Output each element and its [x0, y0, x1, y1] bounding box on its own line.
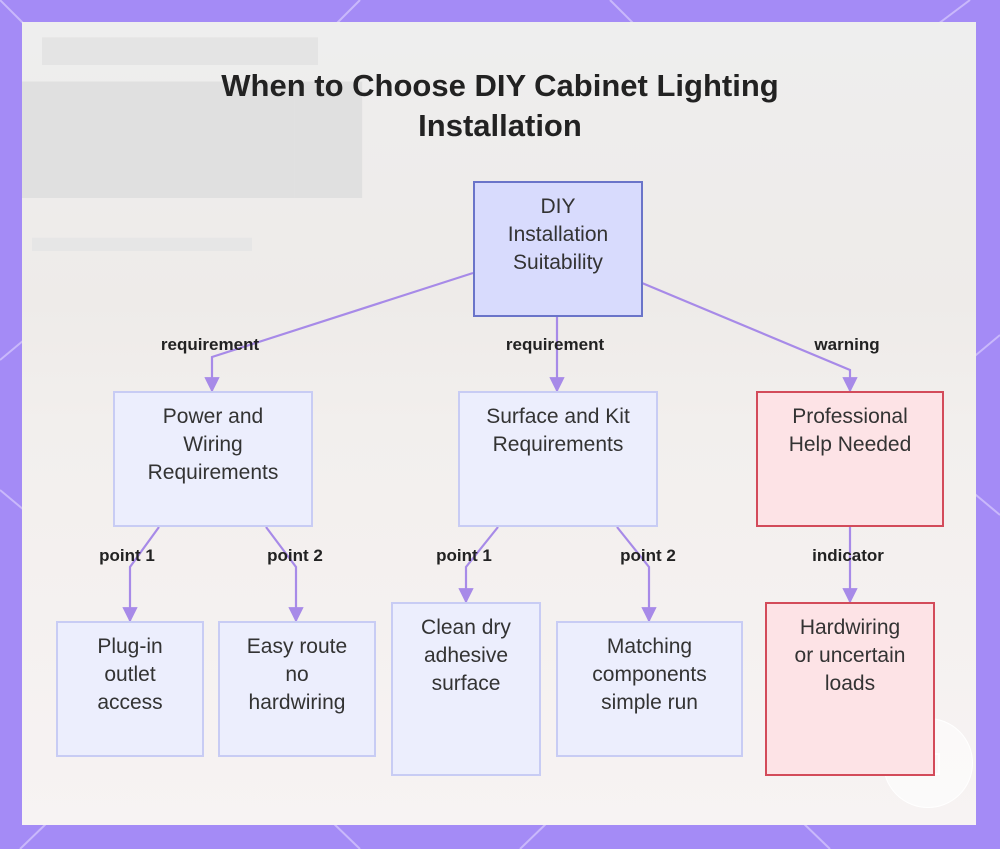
edge-label-point-1: point 1: [99, 546, 155, 565]
node-label: Professional Help Needed: [788, 405, 912, 456]
node-power-and-wiring-requirements: Power and Wiring Requirements: [113, 391, 313, 527]
node-surface-and-kit-requirements: Surface and Kit Requirements: [458, 391, 658, 527]
node-professional-help-needed: Professional Help Needed: [756, 391, 944, 527]
node-clean-dry-adhesive-surface: Clean dry adhesive surface: [391, 602, 541, 776]
node-label: DIY Installation Suitability: [507, 195, 609, 274]
edge-label-indicator: indicator: [812, 546, 884, 565]
edge-root-power: [204, 271, 474, 393]
diagram-title: When to Choose DIY Cabinet Lighting Inst…: [221, 68, 779, 143]
node-label: Plug-in outlet access: [97, 635, 163, 714]
node-label: Power and Wiring Requirements: [147, 405, 279, 484]
edge-label-point-2: point 2: [267, 546, 323, 565]
node-label: Easy route no hardwiring: [246, 635, 348, 714]
edge-label-requirement: requirement: [160, 335, 260, 354]
edge-label-point-2: point 2: [620, 546, 676, 565]
edge-surface-clean: [458, 526, 499, 604]
edge-label-point-1: point 1: [436, 546, 492, 565]
edge-surface-matching: [616, 526, 657, 623]
edge-label-warning: warning: [814, 335, 880, 354]
node-label: Matching components simple run: [592, 635, 707, 714]
node-label: Surface and Kit Requirements: [486, 405, 630, 456]
node-label: Clean dry adhesive surface: [421, 616, 511, 695]
node-label: Hardwiring or uncertain loads: [794, 616, 906, 695]
node-hardwiring-or-uncertain-loads: Hardwiring or uncertain loads: [765, 602, 935, 776]
node-easy-route-no-hardwiring: Easy route no hardwiring: [218, 621, 376, 757]
edge-power-easy: [265, 526, 304, 623]
node-plug-in-outlet-access: Plug-in outlet access: [56, 621, 204, 757]
edge-label-requirement: requirement: [505, 335, 605, 354]
node-diy-installation-suitability: DIY Installation Suitability: [473, 181, 643, 317]
edge-root-professional: [641, 281, 858, 393]
node-matching-components-simple-run: Matching components simple run: [556, 621, 743, 757]
edge-power-plugin: [122, 526, 160, 623]
